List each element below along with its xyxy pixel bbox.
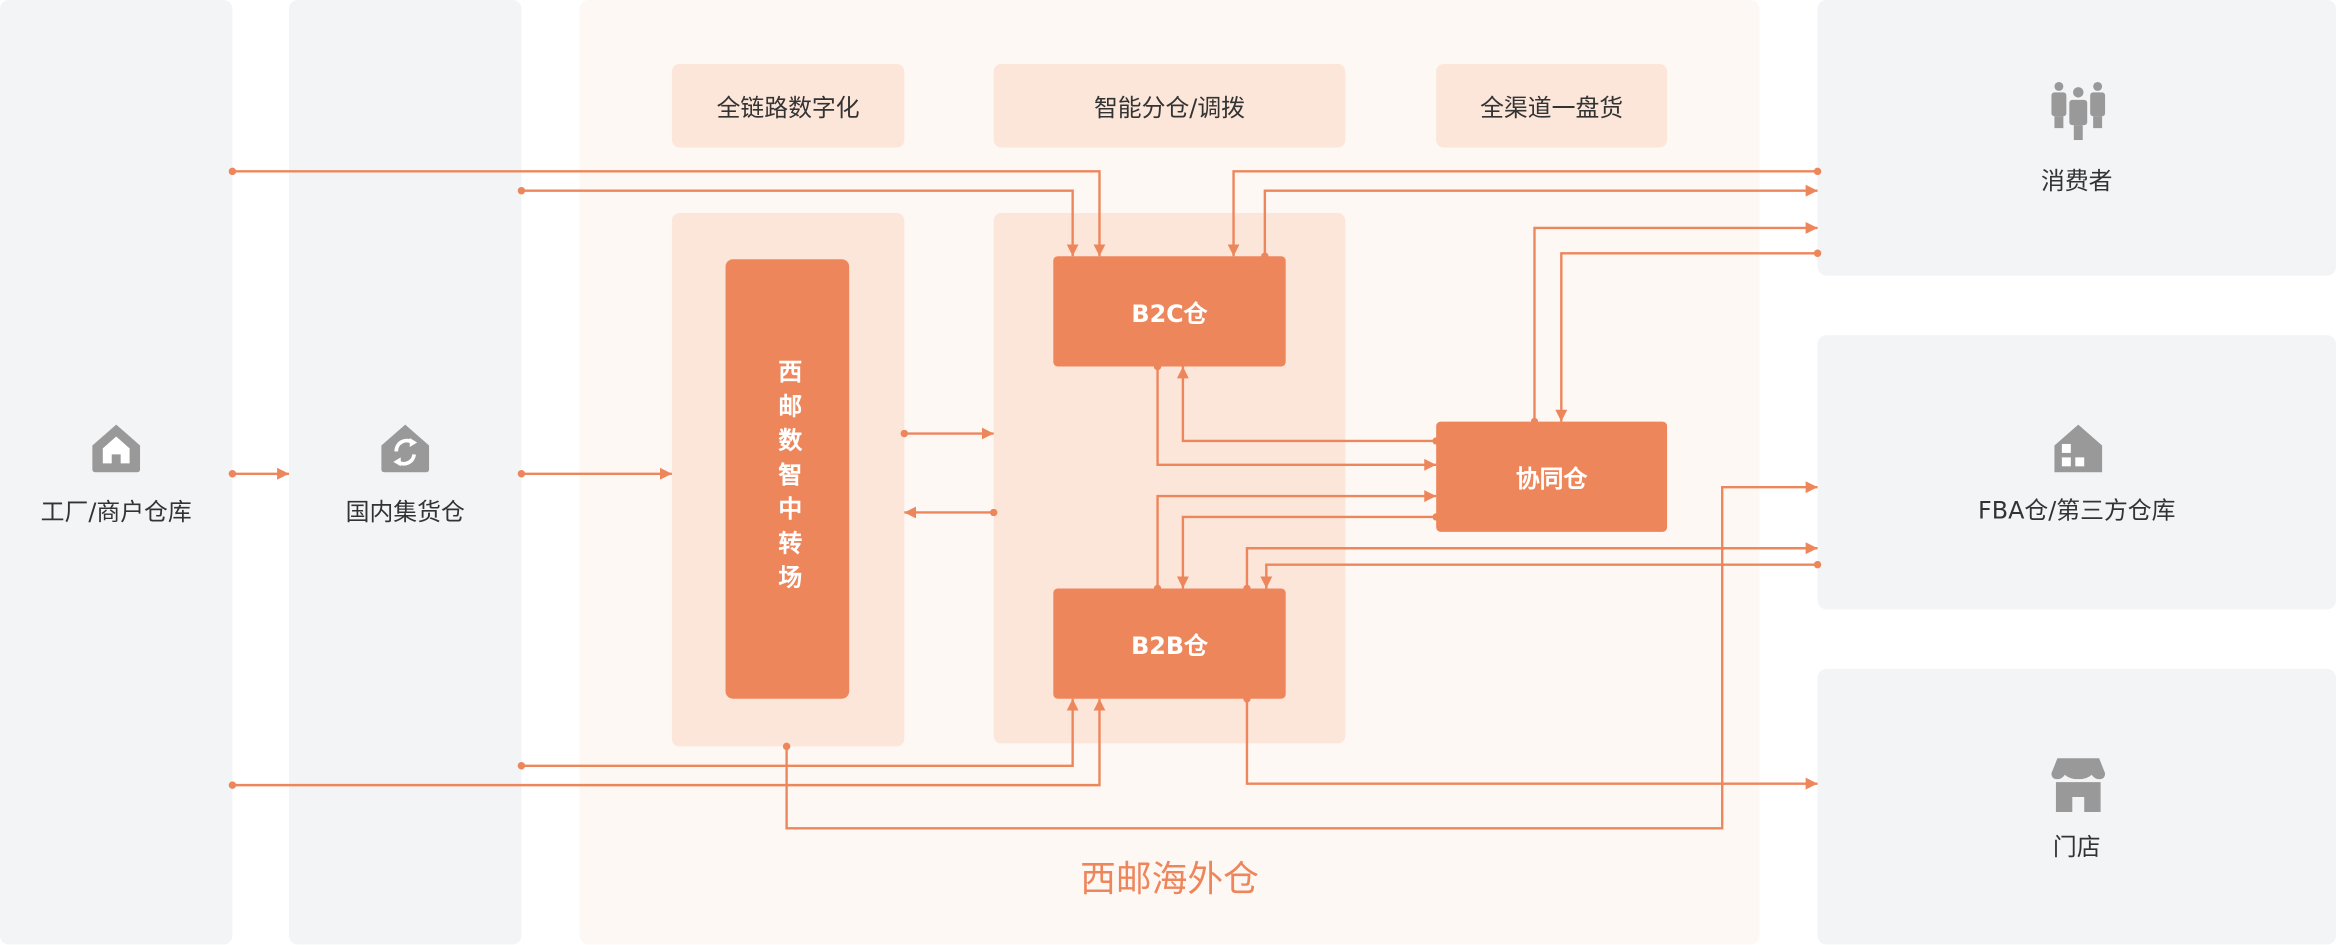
warehouse-icon (2054, 424, 2103, 473)
flow-consumer-b2c (1227, 167, 1822, 257)
b2c-warehouse: B2C仓 (1053, 256, 1286, 367)
store-column (1817, 668, 2336, 945)
factory-column (0, 0, 233, 945)
flow-hub-fba (782, 481, 1818, 830)
flow-b2c-consumer (1261, 184, 1818, 260)
flow-domestic-b2b (517, 698, 1079, 770)
flow-fba-b2b (1260, 560, 1822, 589)
feature-omnichannel: 全渠道一盘货 (1436, 64, 1668, 148)
flow-b2b-fba (1243, 542, 1818, 593)
domestic-label: 国内集货仓 (345, 497, 465, 526)
flow-consumer-collab (1555, 249, 1822, 422)
feature-digitalization: 全链路数字化 (671, 64, 905, 148)
feature-smart-allocation: 智能分仓/调拨 (993, 64, 1346, 148)
consumer-label: 消费者 (2041, 166, 2113, 196)
store-label: 门店 (2052, 832, 2101, 862)
flow-domestic-b2c (517, 186, 1079, 257)
recycle-house-icon (381, 424, 430, 473)
flow-collab-b2b (1176, 513, 1440, 589)
house-icon (92, 424, 141, 473)
overseas-warehouse-title: 西邮海外仓 (1080, 858, 1259, 900)
flow-b2c-collab (1153, 362, 1437, 471)
flow-b2b-collab (1153, 490, 1437, 593)
fba-column (1817, 335, 2336, 610)
factory-label: 工厂/商户仓库 (40, 497, 192, 526)
flow-factory-b2b (228, 698, 1106, 789)
flow-b2b-store (1243, 694, 1818, 790)
fba-label: FBA仓/第三方仓库 (1978, 496, 2176, 525)
flow-collab-consumer (1530, 221, 1818, 426)
people-icon (2051, 81, 2106, 141)
storefront-icon (2051, 758, 2106, 812)
flow-factory-b2c (228, 167, 1106, 257)
flow-collab-b2c (1176, 366, 1440, 445)
